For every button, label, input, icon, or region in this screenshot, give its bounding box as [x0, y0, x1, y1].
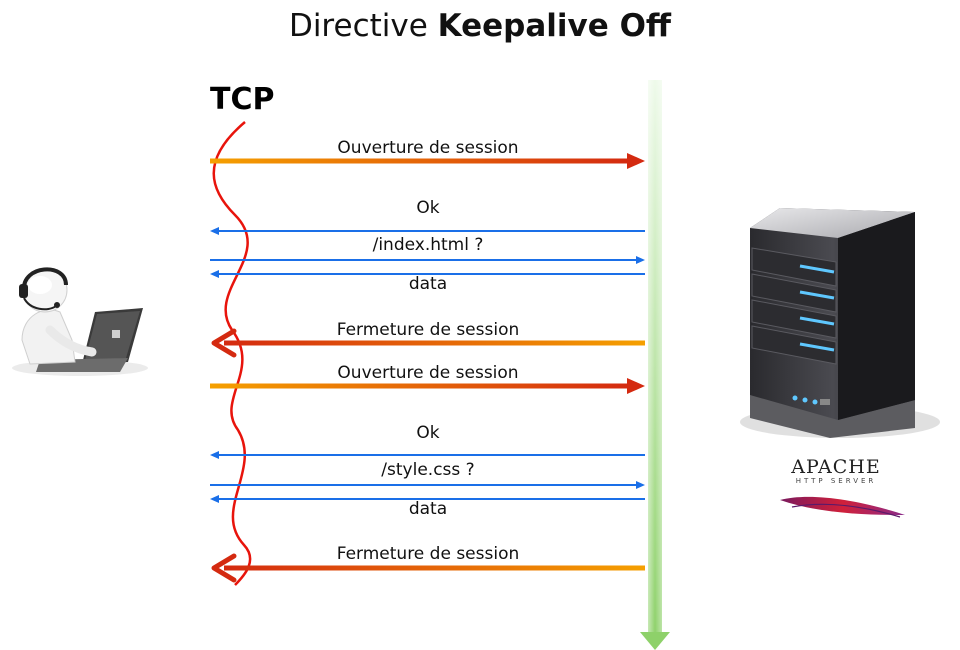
arrow-head	[210, 451, 219, 459]
server-timeline	[640, 80, 670, 650]
arrow-head	[211, 553, 237, 583]
message-label: data	[408, 274, 448, 294]
arrow-head	[627, 153, 645, 169]
message-arrow	[210, 481, 645, 489]
message-arrow	[210, 451, 645, 459]
arrow-head	[211, 328, 237, 358]
message-arrow	[210, 378, 645, 394]
arrow-head	[210, 495, 219, 503]
user-laptop-icon	[12, 267, 148, 376]
tcp-label: TCP	[210, 82, 275, 117]
tcp-wave	[212, 121, 252, 586]
message-label: data	[408, 499, 448, 519]
message-arrow	[210, 495, 645, 503]
message-arrow	[210, 270, 645, 278]
apache-feather-icon	[780, 496, 905, 518]
message-label: Ok	[416, 423, 440, 443]
message-arrow	[210, 227, 645, 235]
arrow-head	[210, 227, 219, 235]
message-arrows	[210, 153, 645, 583]
apache-logo: APACHE HTTP SERVER	[766, 458, 906, 486]
diagram-title: Directive Keepalive Off	[0, 8, 960, 44]
message-label: /style.css ?	[381, 460, 475, 480]
message-label: Fermeture de session	[336, 544, 520, 564]
arrow-head	[210, 270, 219, 278]
message-arrow	[211, 328, 645, 358]
arrow-head	[636, 481, 645, 489]
message-label: Ouverture de session	[337, 363, 519, 383]
message-arrow	[210, 153, 645, 169]
server-tower-icon	[740, 208, 940, 438]
arrow-head	[636, 256, 645, 264]
message-arrow	[210, 256, 645, 264]
title-emphasis: Keepalive Off	[437, 8, 672, 44]
message-label: /index.html ?	[372, 235, 484, 255]
message-label: Ok	[416, 198, 440, 218]
message-arrow	[211, 553, 645, 583]
title-prefix: Directive	[288, 8, 438, 44]
message-label: Ouverture de session	[337, 138, 519, 158]
message-label: Fermeture de session	[336, 320, 520, 340]
apache-logo-subtitle: HTTP SERVER	[795, 477, 877, 485]
apache-logo-name: APACHE	[791, 456, 881, 478]
arrow-head	[627, 378, 645, 394]
